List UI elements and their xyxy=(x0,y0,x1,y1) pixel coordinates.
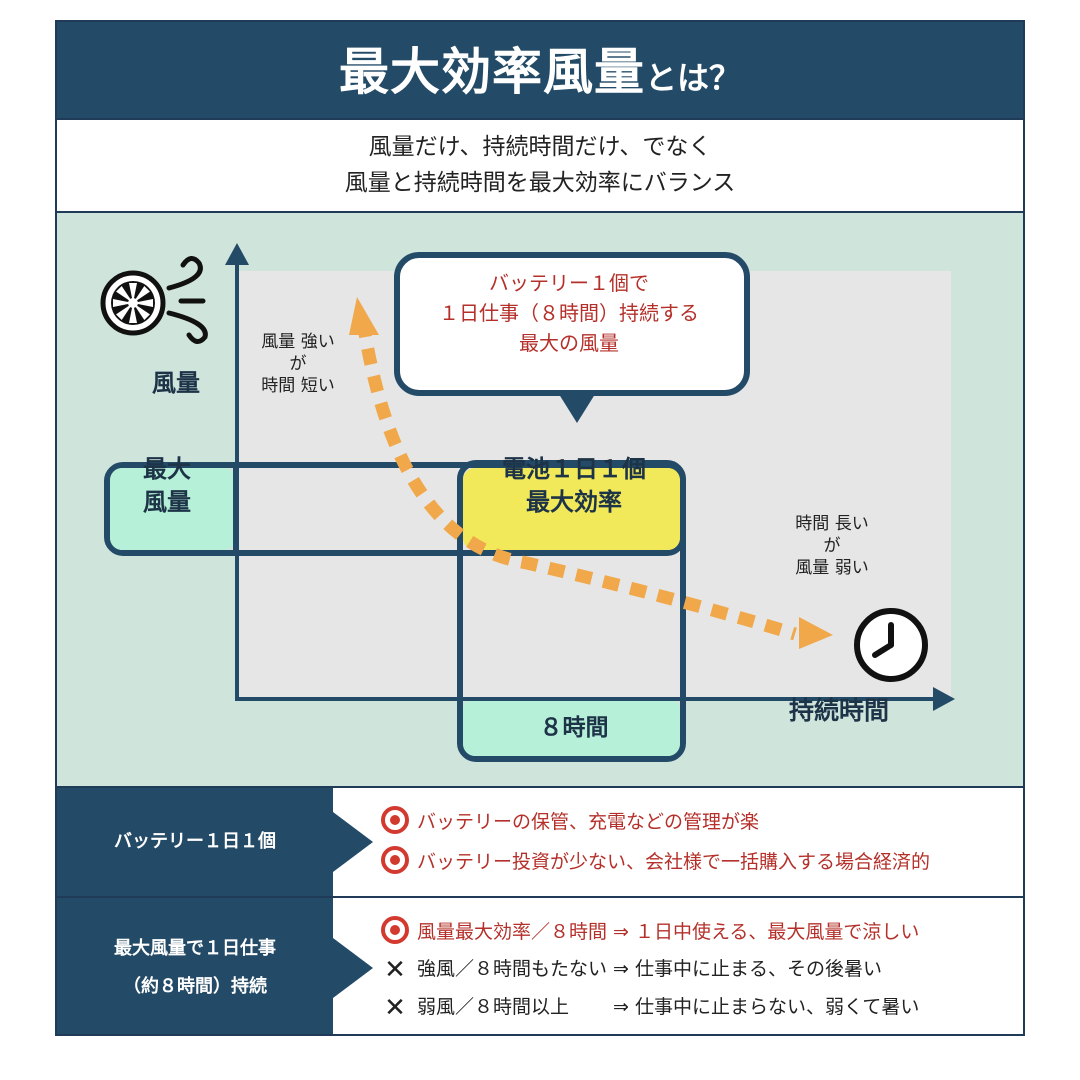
tradeoff-curve xyxy=(356,320,797,641)
y-axis-arrowhead xyxy=(225,243,249,265)
y-axis-label: 風量 xyxy=(152,369,200,397)
row-body: バッテリーの保管、充電などの管理が楽 バッテリー投資が少ない、会社様で一括購入す… xyxy=(379,788,1023,896)
diagram-panel: 風量 持続時間 風量 強い が 時間 短い 時間 長い が 風量 弱い バッテリ… xyxy=(57,213,1023,786)
benefit-row-battery: バッテリー１日１個 バッテリーの保管、充電などの管理が楽 バッテリー投資が少ない… xyxy=(57,786,1023,896)
page-title-suffix: とは？ xyxy=(644,59,741,97)
infographic-frame: 最大効率風量とは？ 風量だけ、持続時間だけ、でなく 風量と持続時間を最大効率にバ… xyxy=(55,20,1025,1036)
row-arrow xyxy=(333,812,373,872)
max-wind-box xyxy=(110,468,235,550)
target-circle-icon xyxy=(379,846,411,879)
cross-icon: ✕ xyxy=(384,954,406,985)
x-axis-arrowhead xyxy=(933,687,955,711)
list-item: ✕弱風／８時間以上 ⇒ 仕事中に止まらない、弱くて暑い xyxy=(379,992,919,1021)
subtitle-box: 風量だけ、持続時間だけ、でなく 風量と持続時間を最大効率にバランス xyxy=(57,118,1023,213)
subtitle-line-1: 風量だけ、持続時間だけ、でなく xyxy=(368,134,712,160)
header-banner: 最大効率風量とは？ xyxy=(57,22,1023,118)
row-heading: バッテリー１日１個 xyxy=(57,788,333,896)
list-item: ✕強風／８時間もたない ⇒ 仕事中に止まる、その後暑い xyxy=(379,954,882,983)
list-item: バッテリーの保管、充電などの管理が楽 xyxy=(379,806,759,839)
row-body: 風量最大効率／８時間 ⇒ １日中使える、最大風量で涼しい ✕強風／８時間もたない… xyxy=(379,898,1023,1034)
row-heading: 最大風量で１日仕事 （約８時間）持続 xyxy=(57,898,333,1034)
hours-box xyxy=(463,699,680,756)
efficiency-box xyxy=(463,468,680,550)
subtitle-line-2: 風量と持続時間を最大効率にバランス xyxy=(344,170,736,196)
target-circle-icon xyxy=(379,806,411,839)
hours-label: ８時間 xyxy=(539,715,609,741)
fan-icon xyxy=(100,270,166,336)
curve-arrowhead-top xyxy=(349,297,379,335)
x-axis-label: 持続時間 xyxy=(789,696,890,725)
target-circle-icon xyxy=(379,916,411,949)
cross-icon: ✕ xyxy=(384,992,406,1023)
curve-arrowhead-right xyxy=(799,617,833,649)
max-wind-row-box xyxy=(104,462,686,556)
note-strong-wind: 風量 強い が 時間 短い xyxy=(261,332,335,396)
max-wind-label: 最大 風量 xyxy=(143,455,191,516)
comparison-row-8h: 最大風量で１日仕事 （約８時間）持続 風量最大効率／８時間 ⇒ １日中使える、最… xyxy=(57,896,1023,1034)
page-title: 最大効率風量 xyxy=(338,43,645,101)
callout-text: バッテリー１個で １日仕事（８時間）持続する 最大の風量 xyxy=(439,271,699,355)
list-item: 風量最大効率／８時間 ⇒ １日中使える、最大風量で涼しい xyxy=(379,916,919,949)
list-item: バッテリー投資が少ない、会社様で一括購入する場合経済的 xyxy=(379,846,930,879)
efficiency-label: 電池１日１個 最大効率 xyxy=(502,455,646,516)
wind-icon xyxy=(166,256,208,344)
note-long-time: 時間 長い が 風量 弱い xyxy=(795,514,869,578)
clock-icon xyxy=(854,608,928,682)
callout-pointer xyxy=(557,391,597,423)
diagram-graphics xyxy=(100,243,955,762)
row-arrow xyxy=(333,938,373,998)
